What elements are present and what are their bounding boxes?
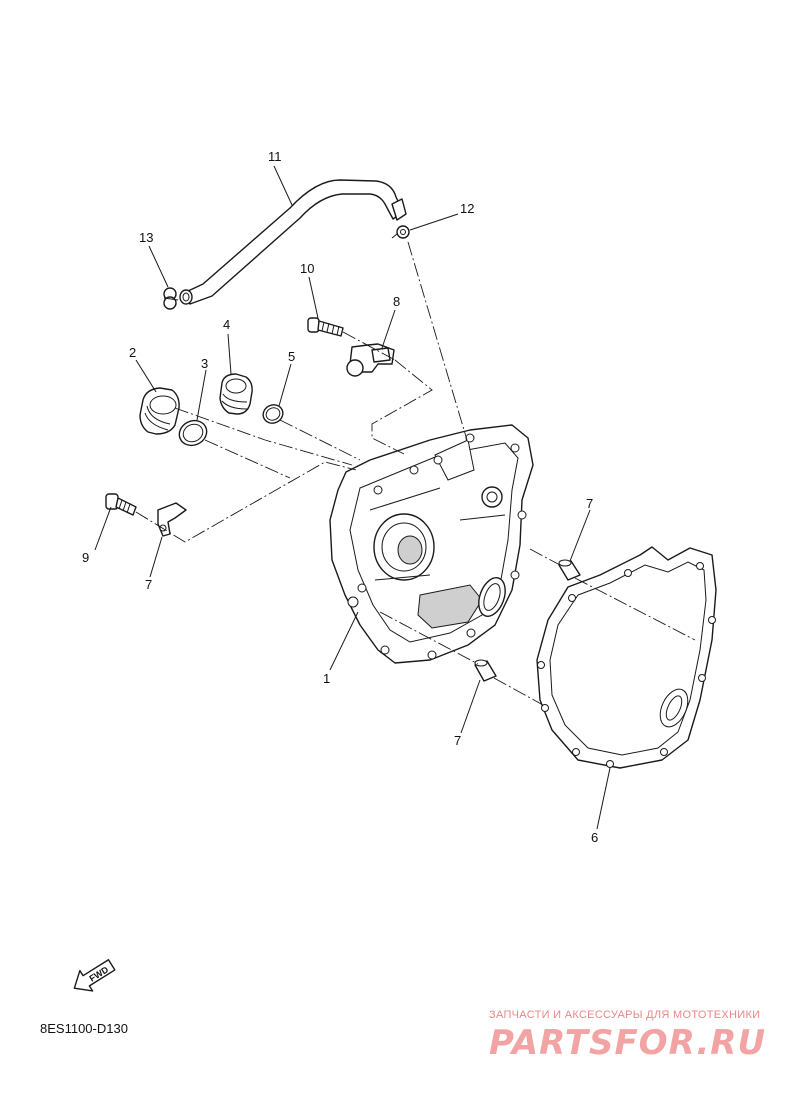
hose-clip-14	[163, 287, 179, 310]
dowel-pin-upper	[558, 559, 581, 581]
plug-2	[139, 387, 180, 435]
crankcase-cover-1	[329, 424, 534, 664]
dowel-pin-lower	[474, 659, 497, 682]
callout-10: 9	[82, 550, 89, 565]
callout-3: 3	[201, 356, 208, 371]
callout-7-upper: 7	[586, 496, 593, 511]
watermark-caption: ЗАПЧАСТИ И АКСЕССУАРЫ ДЛЯ МОТОТЕХНИКИ	[489, 1009, 761, 1021]
alignment-lines	[135, 241, 696, 706]
callout-6: 6	[591, 830, 598, 845]
callout-7-lower: 7	[454, 733, 461, 748]
callout-11: 10	[300, 261, 314, 276]
gasket-6	[536, 546, 717, 769]
bolt-10	[105, 493, 137, 516]
watermark-logo: PARTSFOR.RU	[489, 1023, 767, 1063]
o-ring-3	[178, 419, 208, 447]
callout-9: 8	[393, 294, 400, 309]
callout-labels: 11 12 13 10 8 4 2 3 5 7 9 7 1 7 6	[82, 149, 598, 845]
callout-2: 2	[129, 345, 136, 360]
callout-14: 13	[139, 230, 153, 245]
callout-4: 4	[223, 317, 230, 332]
callout-13: 12	[460, 201, 474, 216]
callout-12: 11	[268, 149, 282, 164]
bolt-11	[307, 317, 344, 337]
callout-5: 5	[288, 349, 295, 364]
callout-8: 7	[145, 577, 152, 592]
leader-lines	[94, 165, 611, 830]
plug-4	[219, 373, 253, 415]
o-ring-5	[262, 404, 284, 424]
diagram-code: 8ES1100-D130	[40, 1021, 128, 1036]
hose-clip-13	[391, 225, 410, 239]
breather-hose	[179, 179, 407, 305]
clamp-8	[157, 502, 187, 537]
fwd-arrow-icon: FWD	[73, 959, 116, 992]
bracket-9	[346, 343, 395, 377]
callout-1: 1	[323, 671, 330, 686]
